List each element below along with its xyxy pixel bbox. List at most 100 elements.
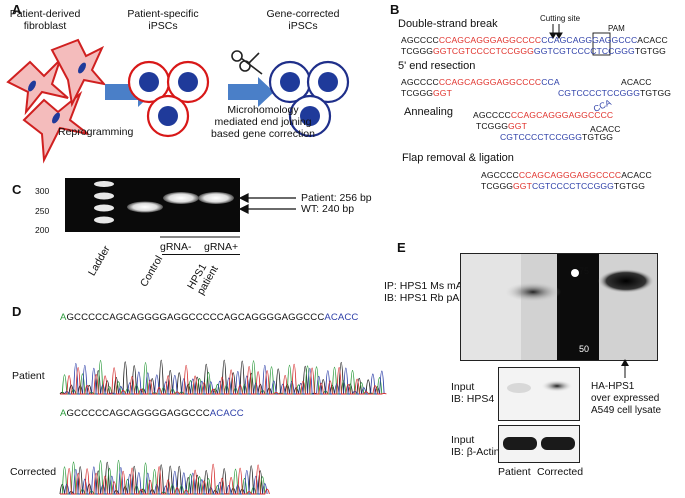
sequence-segment: ACACC [209,408,244,419]
resection-top-right: ACACC [621,77,652,87]
sequence-segment: CCAGCAGGGAGGCCCC [518,170,622,180]
cutting-site-label: Cutting site [540,14,581,23]
sequence-segment: ACACC [621,77,652,87]
ladder-mark-250: 250 [35,206,50,216]
sequence-segment: GCCCCCAGCAGGGGAGGCCC [66,408,210,419]
sequence-segment: TCGGG [401,46,434,56]
ha-label: HA-HPS1 over expressed A549 cell lysate [591,381,662,416]
panel-a-schematic [6,38,350,164]
sequence-segment: ACACC [590,124,621,134]
sequence-segment: CGTCCCCTCCGGG [531,181,614,191]
ip-label: IP: HPS1 Ms mAb IB: HPS1 Rb pAb [384,280,469,304]
sequence-segment: TGTGG [613,181,645,191]
sequence-segment: CCAGCAGGGAGGCCCC [438,35,542,45]
ladder-band [94,181,114,187]
sequence-segment: CGTCCCCTCCGGG [558,88,640,98]
flap-top-strand: AGCCCCCCAGCAGGGAGGCCCCACACC [481,170,652,180]
sequence-segment: TCGGG [481,181,514,191]
annealing-title: Annealing [404,106,453,118]
ip-band-ha [598,269,654,293]
panel-label-c: C [12,182,22,197]
sequence-segment: GGT [508,121,527,131]
ladder-band [94,216,114,224]
pam-label: PAM [608,24,625,33]
sequence-segment: CCAGCAGGGAGGCCCC [510,110,614,120]
grna-plus-label: gRNA+ [204,241,239,253]
actin-band-corrected [541,437,575,450]
sequence-segment: AGCCCC [401,35,439,45]
cut-markers [549,24,611,56]
annealing-bottom: CGTCCCCTCCGGGTGTGG [500,132,613,142]
panel-label-a: A [12,2,22,17]
sequence-segment: GGT [513,181,532,191]
sequence-segment: TCGGG [476,121,509,131]
corrected-trace-label: Corrected [10,466,57,478]
mw-50: 50 [579,344,590,354]
sequence-segment: TCCGGG [596,46,635,56]
resection-top-left: AGCCCCCCAGCAGGGAGGCCCCCCA [401,77,560,87]
sequence-segment: TCGGG [401,88,434,98]
fibroblast-cell [50,38,107,108]
sequence-segment: GGT [433,88,452,98]
ip-band [505,282,561,302]
sequence-segment: CGTCCCCTCCGGG [500,132,582,142]
ipsc-label: Patient-specific iPSCs [127,8,199,32]
control-band [127,201,163,213]
fibroblast-cell [6,59,69,116]
correction-arrow [228,77,274,107]
panel-label-b: B [390,2,400,17]
sequence-segment: CCA [541,77,560,87]
patient-sequence: AGCCCCCAGCAGGGGAGGCCCCCAGCAGGGGAGGCCCACA… [60,312,358,323]
ladder-mark-200: 200 [35,225,50,235]
patient-bracket [162,254,240,255]
gel-image [65,178,240,232]
pam-box [592,32,611,56]
grna-minus-label: gRNA- [160,241,192,253]
sequence-segment: ACACC [621,170,652,180]
chromatogram-trace [60,463,270,495]
mw-75: 75 [579,266,590,276]
sequence-segment: AGCCCC [481,170,519,180]
patient-bp-label: Patient: 256 bp [301,192,372,204]
resection-bottom-left: TCGGGGGT [401,88,452,98]
resection-bottom-right: CGTCCCCTCCGGGTGTGG [558,88,671,98]
sequence-segment: A [60,408,67,419]
chromatogram-trace [60,466,268,495]
fibroblast-cell [22,90,89,164]
grna-plus-band [198,192,234,204]
nucleus [78,62,86,74]
reprogramming-label: Reprogramming [58,126,134,138]
sequence-segment: GCCCCCAGCAGGGGAGGCCCCCAGCAGGGGAGGCCC [66,312,325,323]
fibroblast-label: Patient-derived fibroblast [9,8,81,32]
ladder-band [94,192,114,200]
patient-trace-label: Patient [12,370,45,382]
panel-label-e: E [397,240,406,255]
resection-title: 5' end resection [398,60,476,72]
input-actin-label: Input IB: β-Actin [451,434,500,458]
chromatogram-trace [60,363,385,395]
sequence-segment: GGTCGTC [533,46,578,56]
sequence-segment: CCAGCAGGGAGGCCCC [438,77,542,87]
hps4-blot [498,367,580,421]
corrected-ipsc-label: Gene-corrected iPSCs [266,8,340,32]
corrected-lane-label: Corrected [537,466,584,478]
sequence-segment: TGTGG [639,88,672,98]
sequence-segment: ACACC [324,312,359,323]
sequence-segment: GGG [578,35,599,45]
ladder-band [94,204,114,212]
sequence-segment: TGTGG [634,46,666,56]
actin-band-patient [503,437,537,450]
scissors-icon [231,50,263,75]
hps4-band-patient [507,383,531,393]
sequence-segment: CCC [577,46,597,56]
hps4-band-corrected [541,380,573,392]
sequence-segment: AGGCCC [598,35,638,45]
chromatogram-trace [60,363,387,395]
dsb-bottom-strand: TCGGGGGTCGTCCCCTCCGGGGGTCGTCCCCTCCGGGTGT… [401,46,666,56]
annealing-mid-left: TCGGGGGT [476,121,527,131]
ip-blot [460,253,658,361]
sequence-segment: AGCCCC [473,110,511,120]
